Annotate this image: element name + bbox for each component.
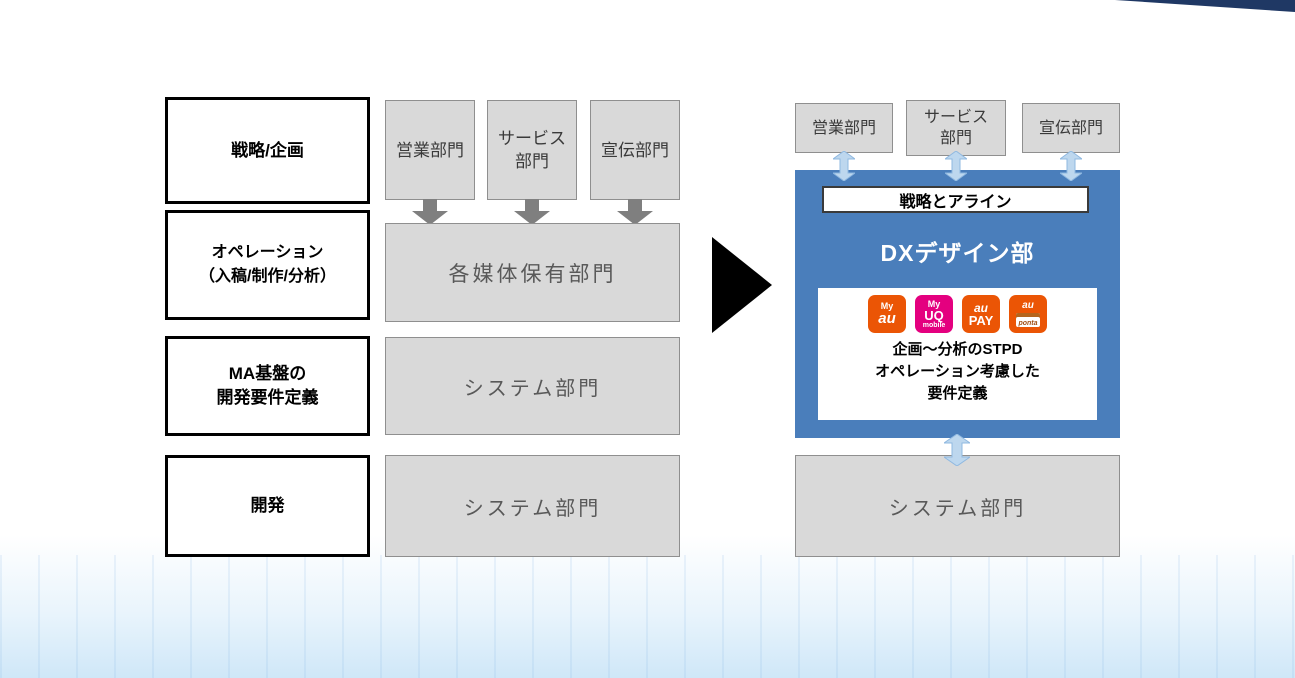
dept-label: サービス 部門 xyxy=(923,109,988,147)
left-media-owner-box: 各媒体保有部門 xyxy=(385,223,680,322)
down-arrow-icon xyxy=(617,199,653,225)
dx-design-title: DXデザイン部 xyxy=(880,240,1035,266)
double-arrow-icon xyxy=(943,150,969,182)
requirements-card: My au My UQ mobile au PAY au ponta xyxy=(818,288,1097,420)
dept-label: 宣伝部門 xyxy=(601,140,669,160)
double-arrow-icon xyxy=(942,433,972,467)
dept-label: 営業部門 xyxy=(396,140,464,160)
stage-label: 開発 xyxy=(250,496,285,515)
my-uq-mobile-logo-icon: My UQ mobile xyxy=(915,295,953,333)
logo-text: ponta xyxy=(1018,320,1038,327)
system-label: システム部門 xyxy=(463,497,602,520)
system-label: システム部門 xyxy=(463,377,602,400)
strategy-align-banner: 戦略とアライン xyxy=(822,186,1089,213)
right-dept-advertising: 宣伝部門 xyxy=(1022,103,1120,153)
dept-label: 営業部門 xyxy=(811,119,876,137)
stage-box-development: 開発 xyxy=(165,455,370,557)
stage-label: オペレーション （入稿/制作/分析） xyxy=(199,244,336,285)
left-dept-sales: 営業部門 xyxy=(385,100,475,200)
left-dept-service: サービス 部門 xyxy=(487,100,577,200)
transformation-arrow-icon xyxy=(712,237,772,333)
right-system-box: システム部門 xyxy=(795,455,1120,557)
stage-label: MA基盤の 開発要件定義 xyxy=(216,364,319,407)
double-arrow-icon xyxy=(1058,150,1084,182)
strategy-align-label: 戦略とアライン xyxy=(899,193,1012,211)
left-system-box-1: システム部門 xyxy=(385,337,680,435)
stage-box-ma-requirements: MA基盤の 開発要件定義 xyxy=(165,336,370,436)
logo-text: My xyxy=(927,298,941,309)
left-dept-advertising: 宣伝部門 xyxy=(590,100,680,200)
description-line: 要件定義 xyxy=(927,385,988,402)
right-dept-service: サービス 部門 xyxy=(906,100,1006,156)
dept-label: サービス 部門 xyxy=(498,129,566,171)
right-dept-sales: 営業部門 xyxy=(795,103,893,153)
au-ponta-card-logo-icon: au ponta xyxy=(1009,295,1047,333)
requirements-description: 企画～分析のSTPD オペレーション考慮した 要件定義 xyxy=(818,339,1097,405)
description-line: 企画～分析のSTPD xyxy=(892,341,1023,358)
logo-text: au xyxy=(1022,300,1034,311)
logo-text: au xyxy=(878,310,896,327)
bottom-streaks-decoration xyxy=(0,555,1295,678)
logo-text: My xyxy=(880,301,894,311)
media-owner-label: 各媒体保有部門 xyxy=(448,261,617,286)
my-au-logo-icon: My au xyxy=(868,295,906,333)
top-right-corner-decoration xyxy=(1115,0,1295,12)
system-label: システム部門 xyxy=(888,497,1027,520)
brand-logo-row: My au My UQ mobile au PAY au ponta xyxy=(818,295,1097,333)
stage-box-operation: オペレーション （入稿/制作/分析） xyxy=(165,210,370,320)
stage-box-strategy: 戦略/企画 xyxy=(165,97,370,204)
double-arrow-icon xyxy=(831,150,857,182)
down-arrow-icon xyxy=(514,199,550,225)
logo-text: PAY xyxy=(968,312,994,328)
card-icon: ponta xyxy=(1016,313,1040,327)
logo-text: UQ xyxy=(924,307,944,323)
dept-label: 宣伝部門 xyxy=(1038,119,1103,137)
au-pay-logo-icon: au PAY xyxy=(962,295,1000,333)
left-system-box-2: システム部門 xyxy=(385,455,680,557)
down-arrow-icon xyxy=(412,199,448,225)
stage-label: 戦略/企画 xyxy=(231,140,304,160)
logo-text: mobile xyxy=(922,321,946,329)
logo-text: au xyxy=(973,300,988,315)
description-line: オペレーション考慮した xyxy=(875,363,1040,380)
dx-design-panel: 戦略とアライン DXデザイン部 My au My UQ mobile au PA… xyxy=(795,170,1120,438)
